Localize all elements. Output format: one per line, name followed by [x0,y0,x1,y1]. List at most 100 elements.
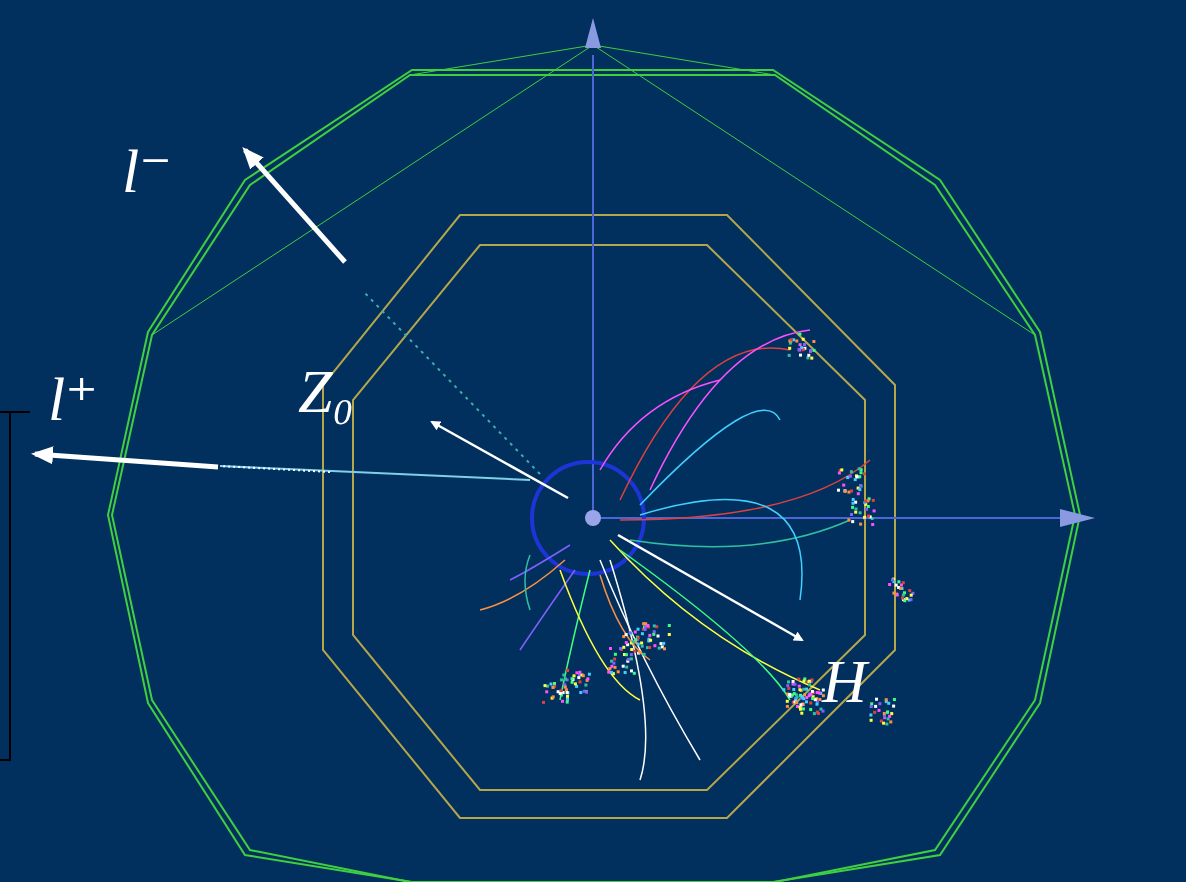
calorimeter-hit [809,349,812,352]
calorimeter-hit [607,671,610,674]
calorimeter-hit [854,511,857,514]
calorimeter-hit [795,340,798,343]
calorimeter-hit [653,630,656,633]
calorimeter-hit [552,695,555,698]
calorimeter-hit [883,712,886,715]
hadron-track [630,520,850,547]
calorimeter-hit [802,707,805,710]
calorimeter-hit [875,698,878,701]
calorimeter-hit [857,492,860,495]
calorimeter-hit [663,647,666,650]
calorimeter-hit [811,697,814,700]
calorimeter-hit [796,696,799,699]
calorimeter-hit [851,506,854,509]
calorimeter-hit [878,709,881,712]
calorimeter-hit [811,678,814,681]
calorimeter-hit [574,682,577,685]
calorimeter-hit [553,682,556,685]
hadron-track [600,575,650,660]
calorimeter-hit [867,515,870,518]
calorimeter-hit [816,703,819,706]
calorimeter-hit [808,683,811,686]
hadron-track [610,540,820,690]
hadron-track [620,348,790,500]
calorimeter-hit [560,678,563,681]
calorimeter-hit [895,593,898,596]
calorimeter-hit [617,670,620,673]
calorimeter-hit [869,714,872,717]
calorimeter-hit [643,653,646,656]
hadron-track [620,460,870,520]
calorimeter-hit [796,705,799,708]
calorimeter-hit [799,354,802,357]
calorimeter-hit [566,669,569,672]
calorimeter-hit [899,587,902,590]
particle-label: l⁺ [48,368,98,430]
calorimeter-hit [813,349,816,352]
calorimeter-hit [852,502,855,505]
calorimeter-hit [850,513,853,516]
calorimeter-hit [859,511,862,514]
particle-label: l⁻ [122,140,172,202]
calorimeter-hit [852,498,855,501]
calorimeter-hit [902,581,905,584]
calorimeter-hit [849,475,852,478]
calorimeter-hit [902,594,905,597]
calorimeter-hit [886,710,889,713]
calorimeter-hit [886,711,889,714]
calorimeter-hit [802,688,805,691]
calorimeter-hit [787,687,790,690]
calorimeter-hit [798,349,801,352]
calorimeter-hit [863,516,866,519]
calorimeter-hit [799,706,802,709]
calorimeter-hit [806,356,809,359]
calorimeter-hit [873,711,876,714]
calorimeter-hit [622,646,625,649]
hadron-track [600,380,720,470]
calorimeter-hit [586,677,589,680]
calorimeter-hit [794,683,797,686]
calorimeter-hit [811,690,814,693]
calorimeter-hit [851,520,854,523]
calorimeter-hit [878,702,881,705]
calorimeter-hit [566,691,569,694]
calorimeter-hit [899,587,902,590]
calorimeter-hit [630,657,633,660]
calorimeter-hit [863,517,866,520]
calorimeter-hit [870,705,873,708]
calorimeter-hit [908,589,911,592]
calorimeter-hit [566,698,569,701]
calorimeter-hit [630,632,633,635]
calorimeter-hit [803,343,806,346]
calorimeter-hit [859,484,862,487]
calorimeter-hit [633,650,636,653]
hadron-track [520,570,575,650]
calorimeter-hit [637,628,640,631]
calorimeter-hit [786,705,789,708]
calorimeter-hit [871,523,874,526]
calorimeter-hit [550,683,553,686]
calorimeter-hit [658,647,661,650]
calorimeter-hit [800,712,803,715]
calorimeter-hit [641,645,644,648]
calorimeter-hit [807,354,810,357]
calorimeter-hit [582,674,585,677]
calorimeter-hit [846,476,849,479]
calorimeter-hit [609,647,612,650]
hadron-track [480,560,565,610]
calorimeter-hit [544,684,547,687]
calorimeter-hit [624,671,627,674]
calorimeter-hit [644,628,647,631]
calorimeter-hit [642,622,645,625]
calorimeter-hit [561,700,564,703]
calorimeter-hit [860,471,863,474]
calorimeter-hit [870,702,873,705]
hadron-track [620,550,790,700]
calorimeter-hit [882,722,885,725]
calorimeter-hit [842,484,845,487]
calorimeter-hit [854,478,857,481]
calorimeter-hit [634,631,637,634]
calorimeter-hit [566,692,569,695]
calorimeter-hit [653,644,656,647]
